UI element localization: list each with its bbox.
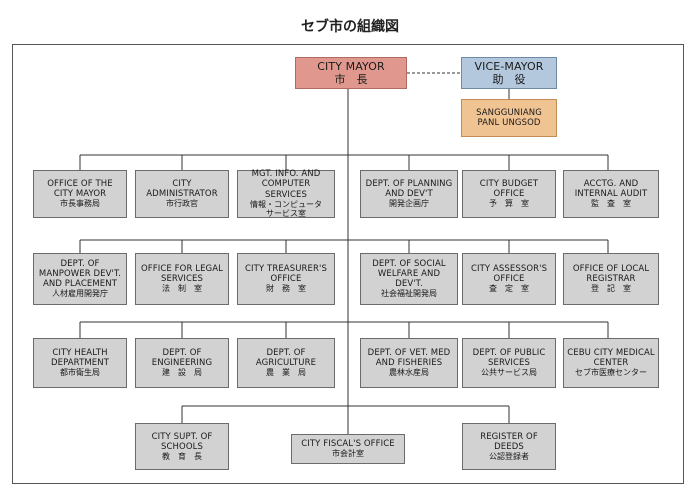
office-local-registrar-box: OFFICE OF LOCAL REGISTRAR 登 記 室: [563, 253, 659, 305]
dept-public-services-box: DEPT. OF PUBLIC SERVICES 公共サービス局: [462, 338, 556, 388]
org-unit-label: OFFICE OF LOCAL REGISTRAR: [572, 264, 650, 285]
org-unit-label-ja: 法 制 室: [162, 284, 202, 294]
dept-of-planning-box: DEPT. OF PLANNING AND DEV'T 開発企画庁: [360, 170, 458, 218]
org-unit-label: OFFICE FOR LEGAL SERVICES: [140, 264, 223, 285]
dept-manpower-box: DEPT. OF MANPOWER DEV'T. AND PLACEMENT 人…: [33, 253, 127, 305]
org-unit-label: DEPT. OF ENGINEERING: [151, 348, 213, 369]
org-unit-label: DEPT. OF SOCIAL WELFARE AND DEV'T.: [372, 258, 446, 290]
vice-mayor-label: VICE-MAYOR: [474, 59, 544, 73]
org-unit-label-ja: 情報・コンピュータ サービス室: [250, 199, 322, 219]
org-unit-label-ja: 教 育 長: [162, 451, 202, 461]
org-unit-label: OFFICE OF THE CITY MAYOR: [47, 179, 113, 200]
org-unit-label: DEPT. OF AGRICULTURE: [255, 348, 317, 369]
org-unit-label-ja: 社会福祉開発局: [381, 289, 437, 299]
org-unit-label: REGISTER OF DEEDS: [480, 431, 538, 452]
org-unit-label-ja: 登 記 室: [591, 284, 631, 294]
city-treasurers-office-box: CITY TREASURER'S OFFICE 財 務 室: [237, 253, 335, 305]
org-unit-label-ja: 農 業 局: [266, 368, 306, 378]
office-of-city-mayor-box: OFFICE OF THE CITY MAYOR 市長事務局: [33, 170, 127, 218]
register-of-deeds-box: REGISTER OF DEEDS 公認登録者: [462, 423, 556, 470]
org-unit-label: DEPT. OF VET. MED AND FISHERIES: [367, 348, 451, 369]
org-unit-label-ja: 人材雇用開発庁: [52, 289, 108, 299]
dept-agriculture-box: DEPT. OF AGRICULTURE 農 業 局: [237, 338, 335, 388]
city-assessors-office-box: CITY ASSESSOR'S OFFICE 査 定 室: [462, 253, 556, 305]
org-unit-label: CEBU CITY MEDICAL CENTER: [567, 348, 655, 369]
dept-vet-med-fisheries-box: DEPT. OF VET. MED AND FISHERIES 農林水産局: [360, 338, 458, 388]
org-unit-label: CITY TREASURER'S OFFICE: [245, 264, 327, 285]
org-unit-label: CITY BUDGET OFFICE: [479, 179, 539, 200]
org-unit-label-ja: 市会計室: [332, 449, 364, 459]
org-unit-label-ja: 公共サービス局: [481, 368, 537, 378]
city-mayor-label-ja: 市 長: [334, 73, 368, 86]
city-administrator-box: CITY ADMINISTRATOR 市行政官: [135, 170, 229, 218]
vice-mayor-label-ja: 助 役: [492, 73, 526, 86]
org-unit-label: MGT. INFO. AND COMPUTER SERVICES: [251, 169, 321, 200]
org-unit-label: DEPT. OF PLANNING AND DEV'T: [365, 179, 453, 200]
org-unit-label-ja: 財 務 室: [266, 284, 306, 294]
sangguniang-label: SANGGUNIANG PANL UNGSOD: [476, 107, 542, 128]
org-unit-label-ja: 監 査 室: [591, 199, 631, 209]
org-unit-label: DEPT. OF MANPOWER DEV'T. AND PLACEMENT: [38, 258, 122, 290]
org-unit-label: CITY ADMINISTRATOR: [146, 179, 218, 200]
org-unit-label-ja: 予 算 室: [489, 199, 529, 209]
org-unit-label-ja: 都市衛生局: [60, 368, 100, 378]
org-unit-label-ja: 市行政官: [166, 199, 198, 209]
office-legal-services-box: OFFICE FOR LEGAL SERVICES 法 制 室: [135, 253, 229, 305]
mgt-info-computer-services-box: MGT. INFO. AND COMPUTER SERVICES 情報・コンピュ…: [237, 169, 335, 219]
vice-mayor-box: VICE-MAYOR 助 役: [461, 57, 557, 89]
org-unit-label: CITY FISCAL'S OFFICE: [301, 439, 395, 450]
chart-title: セブ市の組織図: [301, 19, 399, 35]
city-supt-schools-box: CITY SUPT. OF SCHOOLS 教 育 長: [135, 423, 229, 470]
city-budget-office-box: CITY BUDGET OFFICE 予 算 室: [462, 170, 556, 218]
sangguniang-box: SANGGUNIANG PANL UNGSOD: [461, 99, 557, 137]
acctg-internal-audit-box: ACCTG. AND INTERNAL AUDIT 監 査 室: [563, 170, 659, 218]
org-unit-label-ja: 査 定 室: [489, 284, 529, 294]
org-unit-label: CITY SUPT. OF SCHOOLS: [151, 431, 213, 452]
org-unit-label-ja: 公認登録者: [489, 451, 529, 461]
org-unit-label-ja: 市長事務局: [60, 199, 100, 209]
city-fiscals-office-box: CITY FISCAL'S OFFICE 市会計室: [291, 434, 405, 464]
org-unit-label-ja: 開発企画庁: [389, 199, 429, 209]
org-unit-label-ja: 農林水産局: [389, 368, 429, 378]
cebu-city-medical-center-box: CEBU CITY MEDICAL CENTER セブ市医療センター: [563, 338, 659, 388]
city-mayor-label: CITY MAYOR: [317, 59, 385, 73]
org-unit-label: CITY ASSESSOR'S OFFICE: [470, 264, 548, 285]
org-unit-label: ACCTG. AND INTERNAL AUDIT: [574, 179, 648, 200]
org-unit-label: DEPT. OF PUBLIC SERVICES: [472, 348, 546, 369]
org-unit-label: CITY HEALTH DEPARTMENT: [50, 348, 110, 369]
dept-engineering-box: DEPT. OF ENGINEERING 建 設 局: [135, 338, 229, 388]
org-unit-label-ja: 建 設 局: [162, 368, 202, 378]
city-mayor-box: CITY MAYOR 市 長: [295, 57, 407, 89]
dept-social-welfare-box: DEPT. OF SOCIAL WELFARE AND DEV'T. 社会福祉開…: [360, 253, 458, 305]
chart-frame: [12, 44, 684, 484]
city-health-dept-box: CITY HEALTH DEPARTMENT 都市衛生局: [33, 338, 127, 388]
org-unit-label-ja: セブ市医療センター: [575, 368, 647, 378]
